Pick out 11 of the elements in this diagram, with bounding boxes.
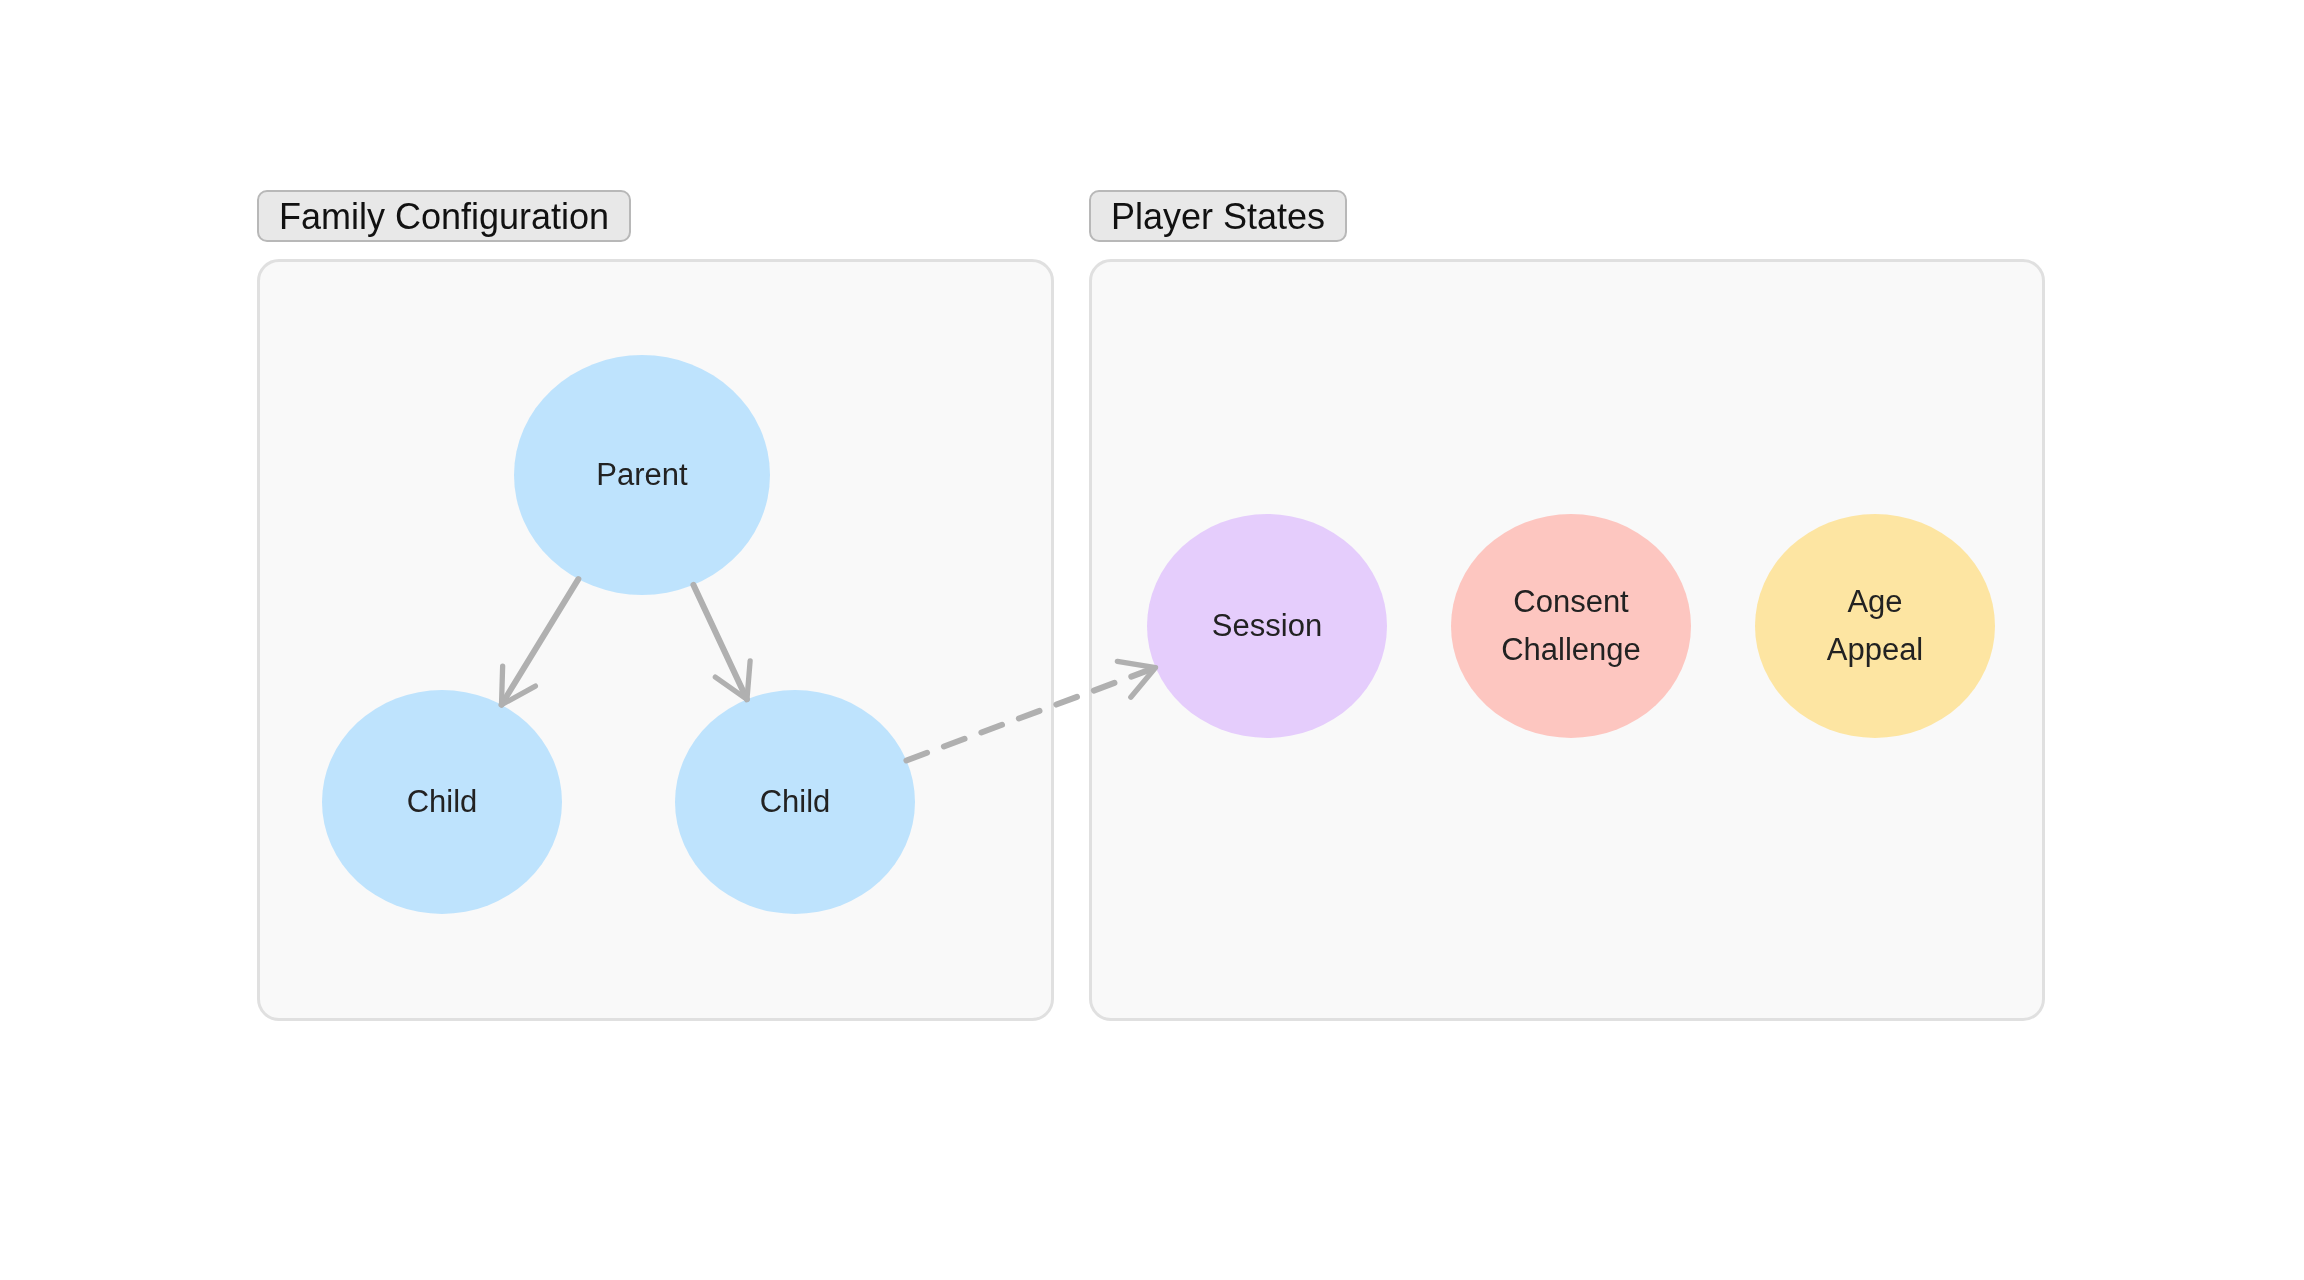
arrow	[903, 658, 1159, 764]
node-label: Parent	[595, 455, 689, 494]
node-label: Session	[1210, 606, 1324, 645]
node-label: Age Appeal	[1825, 582, 1925, 669]
node-label: Child	[758, 782, 832, 821]
arrow	[498, 576, 582, 708]
node-label: Consent Challenge	[1500, 582, 1642, 669]
arrow	[690, 581, 753, 703]
group-heading-tab: Family Configuration	[257, 190, 632, 242]
node-label: Child	[405, 782, 479, 821]
group-heading-tab: Player States	[1089, 190, 1348, 242]
